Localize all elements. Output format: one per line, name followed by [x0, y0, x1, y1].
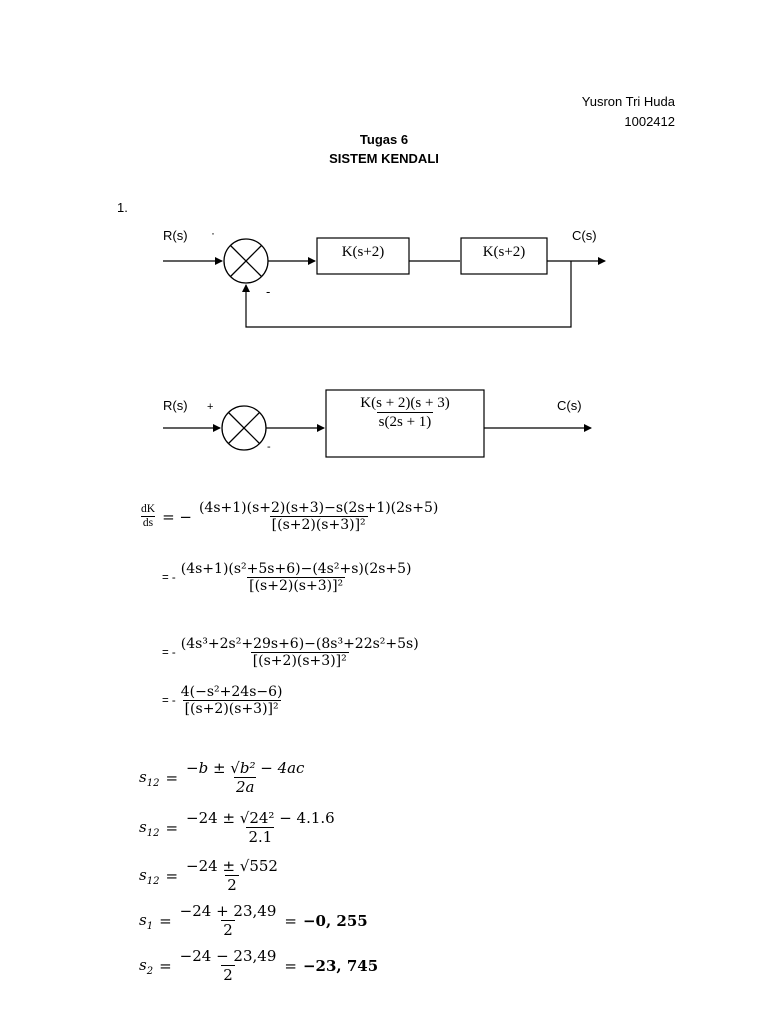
r1-denominator: 2a	[233, 777, 257, 797]
d1-input-label: R(s)	[163, 228, 188, 243]
r4-numerator: −24 + 23,49	[179, 902, 277, 920]
derivative-eq-4: = - 4(−s²+24s−6) [(s+2)(s+3)]²	[162, 684, 284, 718]
d2-input-label: R(s)	[163, 398, 188, 413]
dk-label: dK	[141, 502, 156, 515]
r1-numerator: −b ± √b² − 4ac	[186, 759, 305, 777]
s2-result: −23, 745	[302, 957, 379, 976]
block-combined-numerator: K(s + 2)(s + 3)	[360, 395, 450, 411]
d2-minus-sign: -	[267, 441, 271, 453]
s12-label-2: s	[139, 817, 147, 836]
block-1-label: K(s+2)	[341, 244, 385, 260]
d2-output-label: C(s)	[557, 398, 582, 413]
roots-simplified: s12 = −24 ± √552 2	[139, 857, 278, 895]
diagram2-lines	[163, 389, 592, 458]
r2-numerator: −24 ± √24² − 4.1.6	[186, 809, 335, 827]
eq4-denominator: [(s+2)(s+3)]²	[182, 700, 281, 718]
derivative-eq-2: = - (4s+1)(s²+5s+6)−(4s²+s)(2s+5) [(s+2)…	[162, 561, 414, 595]
s12-subscript-3: 12	[146, 875, 160, 887]
question-number: 1.	[117, 200, 128, 215]
s1-subscript: 1	[146, 920, 154, 932]
r2-denominator: 2.1	[246, 827, 275, 847]
eq1-denominator: [(s+2)(s+3)]²	[269, 516, 368, 534]
block-combined	[325, 389, 485, 458]
eq2-numerator: (4s+1)(s²+5s+6)−(4s²+s)(2s+5)	[180, 561, 412, 577]
r4-denominator: 2	[221, 920, 235, 940]
block-combined-tf: K(s + 2)(s + 3) s(2s + 1)	[326, 395, 484, 431]
root-s2: s2 = −24 − 23,49 2 = −23, 745	[139, 947, 379, 985]
equals-minus: = −	[162, 507, 192, 526]
title-line2: SISTEM KENDALI	[329, 151, 439, 166]
eq4-numerator: 4(−s²+24s−6)	[180, 684, 283, 700]
root-s1: s1 = −24 + 23,49 2 = −0, 255	[139, 902, 368, 940]
eq2-prefix: = -	[162, 571, 176, 584]
d1-minus-sign: -	[266, 284, 271, 299]
s12-subscript-2: 12	[146, 827, 160, 839]
block-1	[316, 237, 410, 275]
title-line1: Tugas 6	[359, 132, 409, 147]
block-combined-denominator: s(2s + 1)	[376, 412, 434, 431]
diagram1-lines	[163, 237, 606, 328]
derivative-eq-3: = - (4s³+2s²+29s+6)−(8s³+22s²+5s) [(s+2)…	[162, 636, 421, 670]
eq3-prefix: = -	[162, 646, 176, 659]
eq2-denominator: [(s+2)(s+3)]²	[247, 577, 346, 595]
s12-label: s	[139, 767, 147, 786]
s2-subscript: 2	[146, 965, 154, 977]
eq3-denominator: [(s+2)(s+3)]²	[250, 652, 349, 670]
eq3-numerator: (4s³+2s²+29s+6)−(8s³+22s²+5s)	[180, 636, 419, 652]
roots-substituted: s12 = −24 ± √24² − 4.1.6 2.1	[139, 809, 335, 847]
block-2-label: K(s+2)	[482, 244, 526, 260]
r3-denominator: 2	[225, 875, 239, 895]
r5-denominator: 2	[221, 965, 235, 985]
ds-label: ds	[140, 516, 156, 530]
r5-numerator: −24 − 23,49	[179, 947, 277, 965]
roots-formula: s12 = −b ± √b² − 4ac 2a	[139, 759, 305, 797]
d1-plus-sign: ·	[211, 226, 215, 240]
s1-result: −0, 255	[302, 912, 368, 931]
eq4-prefix: = -	[162, 694, 176, 707]
s12-label-3: s	[139, 865, 147, 884]
s1-label: s	[139, 910, 147, 929]
s12-subscript: 12	[146, 777, 160, 789]
d1-output-label: C(s)	[572, 228, 597, 243]
eq1-numerator: (4s+1)(s+2)(s+3)−s(2s+1)(2s+5)	[198, 500, 439, 516]
derivative-eq-1: dK ds = − (4s+1)(s+2)(s+3)−s(2s+1)(2s+5)…	[139, 500, 440, 534]
student-id: 1002412	[624, 114, 675, 129]
s2-label: s	[139, 955, 147, 974]
d2-plus-sign: +	[207, 401, 214, 413]
author-name: Yusron Tri Huda	[581, 94, 675, 109]
r3-numerator: −24 ± √552	[186, 857, 278, 875]
block-2	[460, 237, 548, 275]
